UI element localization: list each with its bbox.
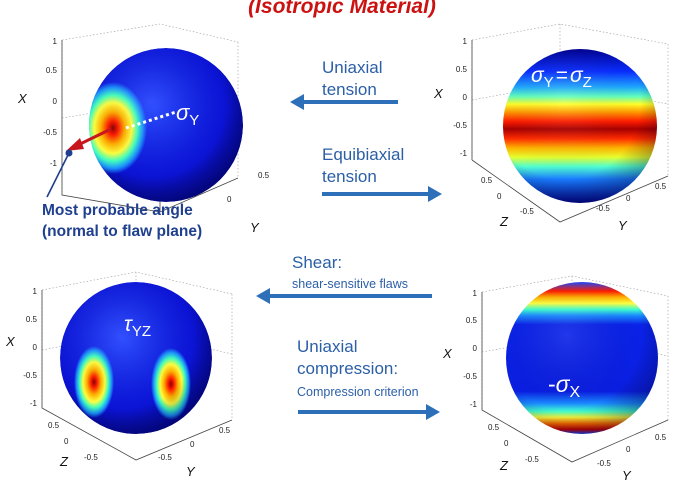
tick-label: 0.5 [46, 66, 58, 75]
label-line: shear-sensitive flaws [292, 277, 408, 291]
tick-label: 0 [64, 437, 69, 446]
label-uniaxial-tension: Uniaxial tension [290, 58, 398, 110]
axis-label-x: X [433, 86, 444, 101]
tick-label: 1 [53, 37, 58, 46]
arrow-left-icon [290, 94, 398, 110]
arrow-right-icon [322, 186, 442, 202]
callout-line-1: Most probable angle [42, 202, 193, 219]
tick-label: 0.5 [258, 171, 270, 180]
sphere [506, 282, 658, 434]
callout-leader [46, 152, 70, 198]
panel-top-right: 1 0.5 0 -0.5 -1 X 0.5 0 -0.5 Z -0.5 0 0.… [433, 23, 669, 233]
label-line: Uniaxial [297, 337, 357, 356]
tick-label: -1 [460, 149, 468, 158]
axis-label-x: X [442, 346, 453, 361]
tick-label: 0 [497, 192, 502, 201]
stress-label-sigma-y-eq-sigma-z: σY=σZ [531, 64, 592, 91]
axis-label-z: Z [499, 458, 509, 473]
sphere [89, 48, 243, 202]
red-arrow-icon [66, 127, 112, 151]
callout-line-2: (normal to flaw plane) [42, 223, 202, 240]
tick-label: -0.5 [463, 372, 477, 381]
tick-label: 1 [33, 287, 38, 296]
axis-label-z: Z [499, 214, 509, 229]
tick-label: 0 [463, 93, 468, 102]
label-shear: Shear: shear-sensitive flaws [256, 253, 432, 304]
sphere [60, 282, 212, 434]
label-line: tension [322, 167, 377, 186]
stress-label-minus-sigma-x: -σX [548, 371, 581, 401]
label-line: compression: [297, 359, 398, 378]
stress-label-sigma-y: σY [176, 100, 199, 129]
tick-label: 0 [33, 343, 38, 352]
axes-box [61, 23, 239, 213]
label-line: Uniaxial [322, 58, 382, 77]
label-uniaxial-compression: Uniaxial compression: Compression criter… [297, 337, 440, 420]
tick-label: -0.5 [520, 207, 534, 216]
tick-label: 0.5 [481, 176, 493, 185]
tick-label: -0.5 [453, 121, 467, 130]
tick-label: 0 [53, 97, 58, 106]
axis-label-y: Y [622, 468, 632, 483]
tick-label: 0.5 [219, 426, 231, 435]
tick-label: 0.5 [26, 315, 38, 324]
tick-label: -0.5 [84, 453, 98, 462]
label-equibiaxial-tension: Equibiaxial tension [322, 145, 442, 202]
tick-label: -0.5 [525, 455, 539, 464]
panel-bottom-right: 1 0.5 0 -0.5 -1 X 0.5 0 -0.5 Z -0.5 0 0.… [442, 275, 669, 483]
tick-label: -0.5 [23, 371, 37, 380]
panel-bottom-left: 1 0.5 0 -0.5 -1 X 0.5 0 -0.5 Z -0.5 0 0.… [5, 271, 233, 479]
tick-label: 0.5 [48, 421, 60, 430]
axis-label-y: Y [250, 220, 260, 235]
panel-top-left: 1 0.5 0 -0.5 -1 X 0 0.5 Y σY Most probab… [17, 23, 270, 240]
tick-label: -1 [50, 159, 58, 168]
tick-label: -0.5 [158, 453, 172, 462]
tick-label: 0 [227, 195, 232, 204]
arrow-right-icon [298, 404, 440, 420]
tick-label: 0.5 [655, 433, 667, 442]
tick-label: 1 [473, 289, 478, 298]
tick-label: 1 [463, 37, 468, 46]
stress-label-tau-yz: τYZ [124, 313, 151, 340]
tick-label: 0 [473, 344, 478, 353]
tick-label: 0.5 [466, 316, 478, 325]
page-title: (Isotropic Material) [248, 0, 436, 18]
direction-line [125, 110, 177, 130]
tick-label: 0.5 [456, 65, 468, 74]
tick-label: -0.5 [597, 459, 611, 468]
axis-label-z: Z [59, 454, 69, 469]
axis-label-y: Y [186, 464, 196, 479]
tick-label: -0.5 [596, 204, 610, 213]
axis-label-x: X [5, 334, 16, 349]
arrow-left-icon [256, 288, 432, 304]
label-line: Equibiaxial [322, 145, 404, 164]
label-line: Compression criterion [297, 385, 419, 399]
label-line: tension [322, 80, 377, 99]
tick-label: -0.5 [43, 128, 57, 137]
tick-label: 0.5 [488, 423, 500, 432]
tick-label: 0.5 [655, 182, 667, 191]
label-line: Shear: [292, 253, 342, 272]
axis-label-x: X [17, 91, 28, 106]
tick-label: 0 [190, 440, 195, 449]
tick-label: -1 [30, 399, 38, 408]
tick-label: 0 [504, 439, 509, 448]
tick-label: 0 [626, 194, 631, 203]
sphere [503, 49, 657, 203]
tick-label: -1 [470, 400, 478, 409]
axis-label-y: Y [618, 218, 628, 233]
tick-label: 0 [626, 445, 631, 454]
